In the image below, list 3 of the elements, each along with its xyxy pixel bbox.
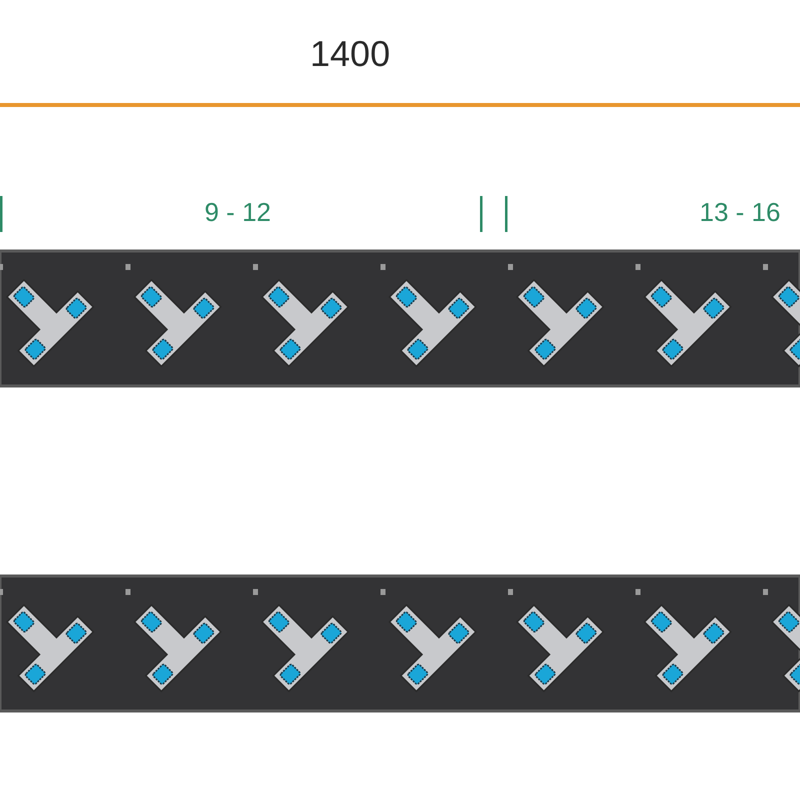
socket-group-label: 9 - 12 bbox=[204, 199, 271, 225]
socket-group-label: 13 - 16 bbox=[700, 199, 780, 225]
dimension-label: 1400 bbox=[310, 36, 390, 72]
